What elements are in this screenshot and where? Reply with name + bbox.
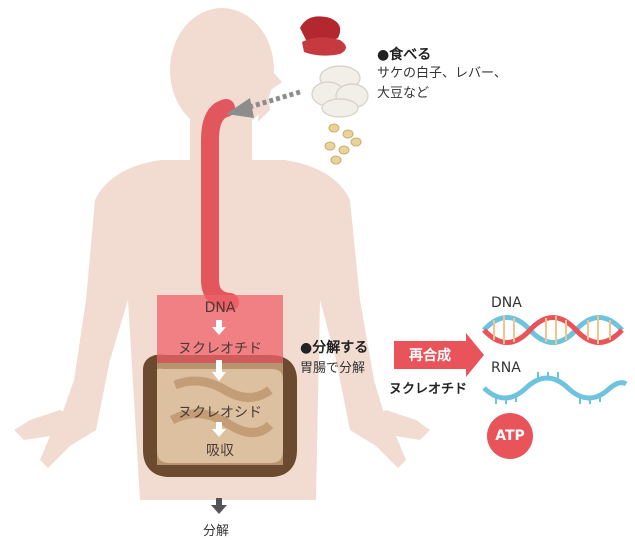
product-dna-label: DNA — [491, 295, 522, 311]
step-nucleoside: ヌクレオシド — [178, 405, 262, 421]
atp-badge: ATP — [487, 413, 533, 459]
step-arrow-1 — [212, 320, 226, 335]
step-dna: DNA — [204, 300, 236, 316]
soybean-icon — [324, 123, 362, 165]
rna-strand-icon — [482, 372, 628, 404]
step-arrow-3 — [212, 422, 226, 437]
intestine-area-box — [157, 363, 283, 465]
decompose-description: 胃腸で分解 — [300, 361, 366, 376]
dna-helix-icon — [482, 315, 624, 345]
decompose-title: ●分解する — [300, 340, 369, 356]
eat-line-2: 大豆など — [377, 86, 430, 101]
eat-title: ●食べる — [377, 47, 432, 63]
excretion-arrow — [211, 498, 227, 514]
resynthesis-source-label: ヌクレオチド — [389, 382, 468, 397]
resynthesis-arrow — [394, 333, 484, 377]
step-nucleotide: ヌクレオチド — [178, 341, 262, 357]
liver-icon — [300, 16, 346, 56]
resynthesis-label: 再合成 — [409, 348, 451, 364]
food-to-mouth-arrow — [226, 89, 301, 118]
product-rna-label: RNA — [491, 360, 521, 376]
eat-description: サケの白子、レバー、 大豆など — [377, 64, 507, 104]
step-arrow-2 — [212, 360, 226, 381]
excretion-label: 分解 — [203, 524, 230, 539]
milt-icon — [311, 65, 369, 118]
eat-line-1: サケの白子、レバー、 — [377, 66, 507, 81]
step-absorb: 吸収 — [206, 443, 234, 459]
